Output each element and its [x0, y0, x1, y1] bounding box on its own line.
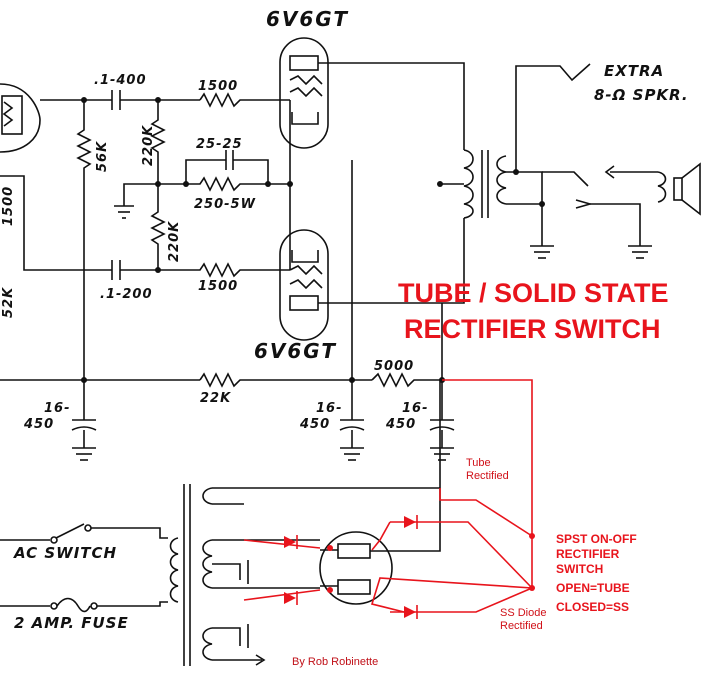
output-tube-bottom	[279, 184, 329, 341]
cap-label-450-2: 450	[299, 417, 330, 432]
tube-rectified-label: Tube	[466, 457, 491, 469]
res-label-250: 250-5W	[194, 197, 256, 212]
res-label-56k: 56K	[95, 141, 110, 172]
preamp-tube-symbol	[0, 83, 112, 153]
filter-cap-1	[71, 380, 97, 461]
res-label-220k-bottom: 220K	[167, 221, 182, 262]
ss-diode-label: SS Diode	[500, 607, 546, 619]
filter-cap-2	[339, 380, 365, 461]
resistor-220k-top	[150, 100, 166, 184]
mod-title-line1: TUBE / SOLID STATE	[398, 278, 669, 308]
cathode-bypass-cap	[185, 150, 269, 184]
ac-switch-label: AC SWITCH	[13, 544, 117, 562]
resistor-5000	[371, 372, 442, 388]
res-label-left-52k: 52K	[1, 287, 16, 318]
switch-note-line: SWITCH	[556, 562, 603, 576]
ss-diode-label-2: Rectified	[500, 620, 543, 632]
extra-speaker-ohms: 8-Ω SPKR.	[594, 86, 689, 104]
tube-rectified-label-2: Rectified	[466, 470, 509, 482]
extra-speaker-jack	[513, 63, 591, 175]
cap-label-top: .1-400	[94, 73, 147, 88]
fuse-label: 2 AMP. FUSE	[14, 614, 129, 632]
grid-resistor-top	[199, 92, 290, 108]
diode-lower	[404, 606, 416, 618]
diode-left-upper	[284, 536, 296, 548]
res-label-22k: 22K	[200, 391, 231, 406]
speaker-icon	[673, 162, 701, 216]
res-label-top: 1500	[198, 79, 238, 94]
cap-label-16-2: 16-	[316, 401, 343, 416]
res-label-bottom: 1500	[198, 279, 238, 294]
solid-state-mod	[243, 379, 535, 619]
author-credit: By Rob Robinette	[292, 656, 378, 668]
res-label-left-1500: 1500	[1, 186, 16, 226]
fuse-symbol	[0, 597, 168, 613]
cap-label-16-1: 16-	[44, 401, 71, 416]
cap-label-25: 25-25	[196, 137, 243, 152]
switch-note-line: OPEN=TUBE	[556, 581, 630, 595]
filter-cap-3	[429, 380, 455, 461]
cap-label-16-3: 16-	[402, 401, 429, 416]
diode-upper	[404, 516, 416, 528]
mod-title-line2: RECTIFIER SWITCH	[404, 314, 661, 344]
output-tube-top	[279, 37, 329, 184]
res-label-5000: 5000	[374, 359, 414, 374]
extra-speaker-label: EXTRA	[604, 62, 664, 80]
resistor-250-5w	[158, 176, 290, 192]
ac-switch-symbol	[0, 523, 168, 544]
tube-label-bottom: 6V6GT	[254, 339, 337, 363]
grid-resistor-bottom	[120, 262, 290, 278]
switch-note-line: RECTIFIER	[556, 547, 620, 561]
switch-note-line: SPST ON-OFF	[556, 532, 637, 546]
power-transformer	[169, 380, 441, 666]
resistor-56k	[76, 100, 92, 380]
switch-note-line: CLOSED=SS	[556, 600, 629, 614]
cap-label-450-3: 450	[385, 417, 416, 432]
cap-label-bottom: .1-200	[100, 287, 153, 302]
switch-note: SPST ON-OFF RECTIFIER SWITCH OPEN=TUBE C…	[556, 532, 637, 614]
diode-left-lower	[284, 592, 296, 604]
output-transformer	[463, 149, 507, 219]
resistor-22k	[199, 372, 372, 388]
res-label-220k-top: 220K	[141, 125, 156, 166]
cap-label-450-1: 450	[23, 417, 54, 432]
rectifier-tube	[319, 488, 441, 605]
resistor-220k-bottom	[150, 184, 166, 270]
tube-label-top: 6V6GT	[266, 7, 349, 31]
